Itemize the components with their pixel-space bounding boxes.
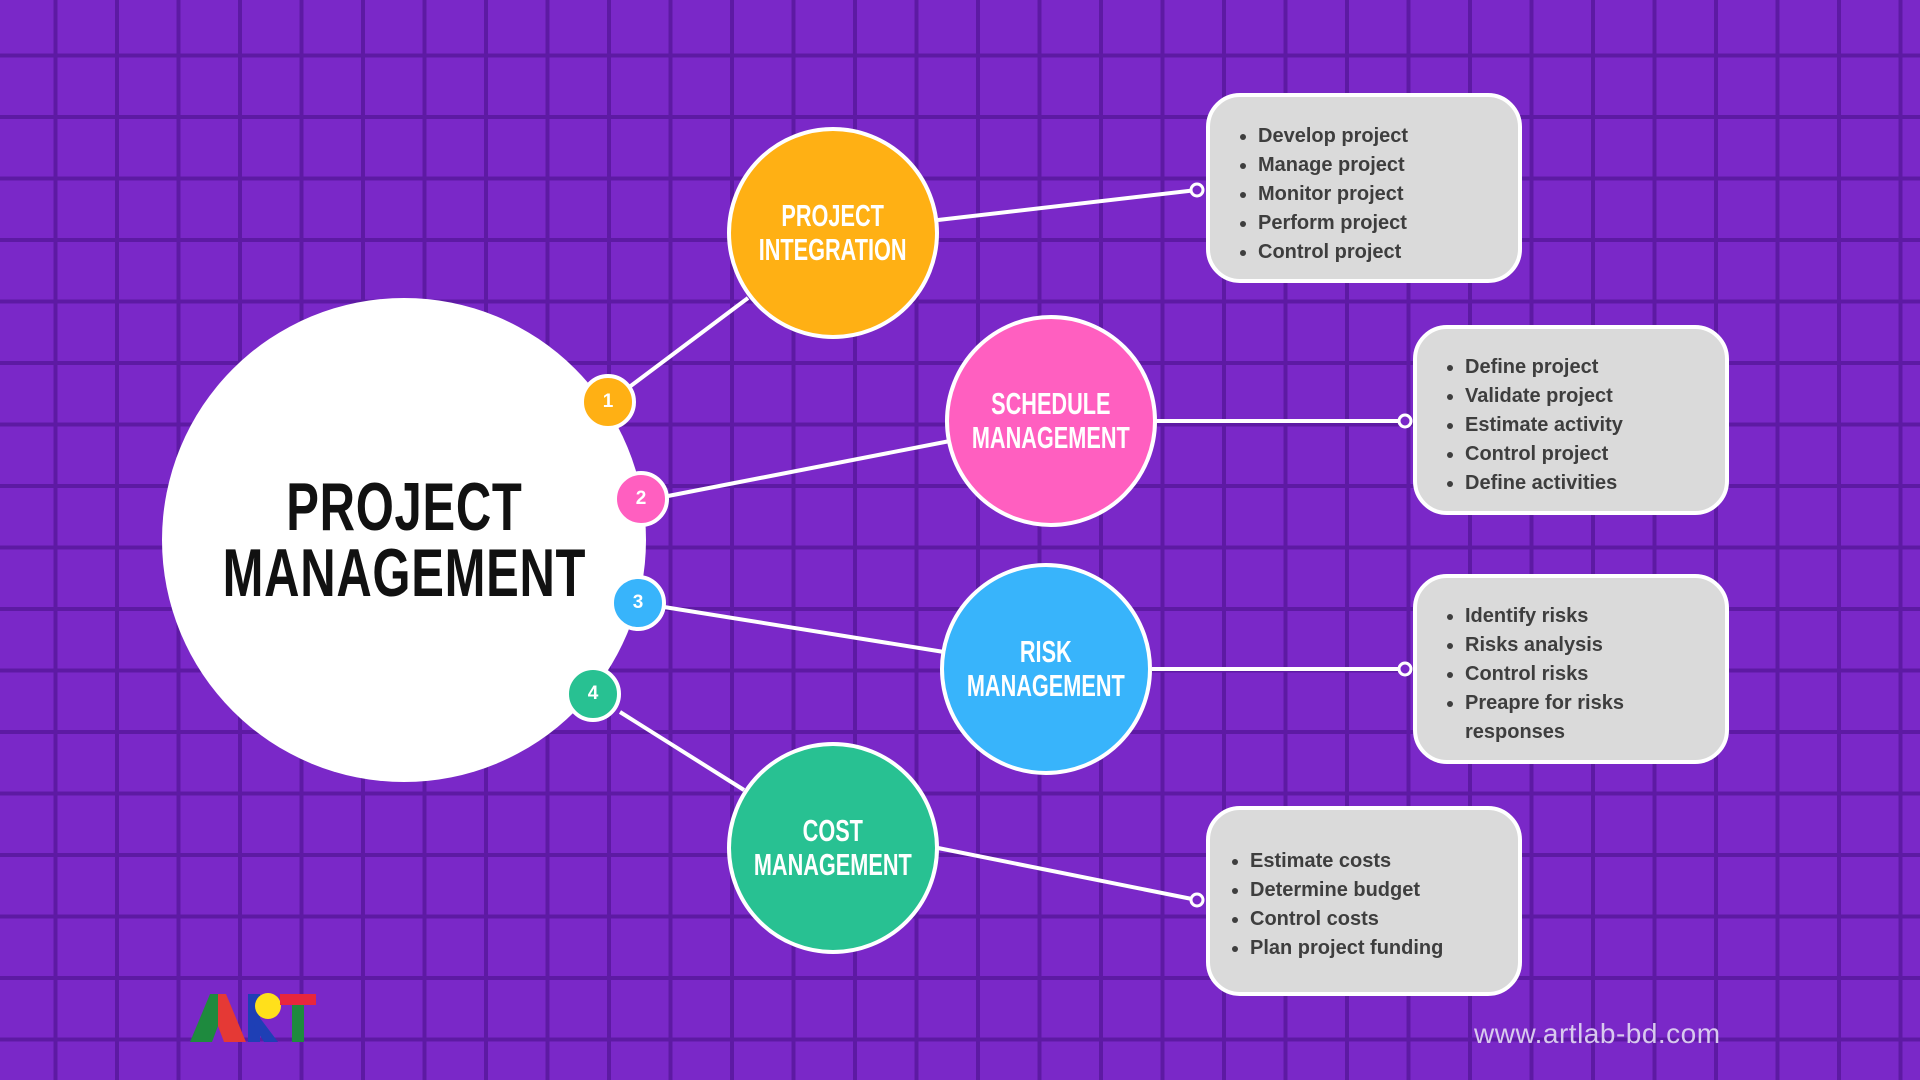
art-logo	[190, 993, 316, 1042]
list-item: Develop project	[1240, 122, 1518, 151]
detail-box-risk: Identify risks Risks analysis Control ri…	[1413, 574, 1729, 764]
list-item: Control risks	[1447, 660, 1695, 689]
website-url: www.artlab-bd.com	[1474, 1018, 1721, 1049]
number-badge-3: 3	[610, 575, 666, 631]
topic-label-line2: MANAGEMENT	[972, 420, 1130, 455]
list-item: Plan project funding	[1232, 934, 1518, 963]
topic-label-integration: PROJECT INTEGRATION	[759, 199, 907, 267]
connector-1	[626, 296, 750, 390]
list-item: Estimate activity	[1447, 411, 1725, 440]
connector-box-1	[937, 188, 1198, 222]
topic-label-line2: MANAGEMENT	[754, 847, 912, 882]
number-badge-4: 4	[565, 666, 621, 722]
list-item: Manage project	[1240, 151, 1518, 180]
connector-box-4	[937, 846, 1198, 902]
list-item: Monitor project	[1240, 180, 1518, 209]
list-item: Perform project	[1240, 209, 1518, 238]
connector-dot-4	[1189, 892, 1205, 908]
topic-label-line1: COST	[802, 813, 864, 848]
detail-box-integration: Develop project Manage project Monitor p…	[1206, 93, 1522, 283]
connector-3	[663, 605, 945, 654]
list-item: Control project	[1240, 238, 1518, 267]
logo-yellow-dot	[255, 993, 281, 1019]
topic-circle-schedule: SCHEDULE MANAGEMENT	[945, 315, 1157, 527]
list-item: Control project	[1447, 440, 1725, 469]
connector-4	[618, 710, 746, 792]
list-item: Preapre for risks responses	[1447, 689, 1695, 747]
detail-box-cost: Estimate costs Determine budget Control …	[1206, 806, 1522, 996]
topic-label-line1: PROJECT	[781, 198, 885, 233]
detail-list: Identify risks Risks analysis Control ri…	[1439, 602, 1695, 747]
connector-2	[667, 439, 951, 498]
number-badge-2: 2	[613, 471, 669, 527]
list-item: Risks analysis	[1447, 631, 1695, 660]
topic-label-risk: RISK MANAGEMENT	[967, 635, 1125, 703]
detail-box-schedule: Define project Validate project Estimate…	[1413, 325, 1729, 515]
connector-dot-1	[1189, 182, 1205, 198]
list-item: Control costs	[1232, 905, 1518, 934]
topic-label-schedule: SCHEDULE MANAGEMENT	[972, 387, 1130, 455]
topic-label-line2: INTEGRATION	[759, 232, 907, 267]
logo-letter-r-leg	[254, 1018, 278, 1042]
number-badge-1: 1	[580, 374, 636, 430]
center-title-line2: MANAGEMENT	[222, 535, 586, 611]
topic-label-line2: MANAGEMENT	[967, 668, 1125, 703]
list-item: Validate project	[1447, 382, 1725, 411]
detail-list: Develop project Manage project Monitor p…	[1232, 122, 1518, 267]
topic-label-line1: RISK	[1020, 634, 1072, 669]
list-item: Define activities	[1447, 469, 1725, 498]
logo-letter-t-stem	[292, 1005, 304, 1042]
topic-circle-integration: PROJECT INTEGRATION	[727, 127, 939, 339]
topic-label-line1: SCHEDULE	[991, 386, 1111, 421]
center-title-line1: PROJECT	[285, 469, 523, 545]
logo-letter-a-notch	[212, 1026, 224, 1042]
connector-dot-3	[1397, 661, 1413, 677]
list-item: Estimate costs	[1232, 847, 1518, 876]
list-item: Identify risks	[1447, 602, 1695, 631]
list-item: Define project	[1447, 353, 1725, 382]
topic-circle-risk: RISK MANAGEMENT	[940, 563, 1152, 775]
logo-letter-t-bar	[280, 994, 316, 1005]
topic-circle-cost: COST MANAGEMENT	[727, 742, 939, 954]
logo-letter-a-right	[218, 994, 246, 1042]
connector-dot-2	[1397, 413, 1413, 429]
center-title: PROJECT MANAGEMENT	[222, 469, 586, 611]
logo-letter-a-left	[190, 994, 218, 1042]
list-item: Determine budget	[1232, 876, 1518, 905]
topic-label-cost: COST MANAGEMENT	[754, 814, 912, 882]
detail-list: Estimate costs Determine budget Control …	[1224, 847, 1518, 963]
detail-list: Define project Validate project Estimate…	[1439, 353, 1725, 498]
